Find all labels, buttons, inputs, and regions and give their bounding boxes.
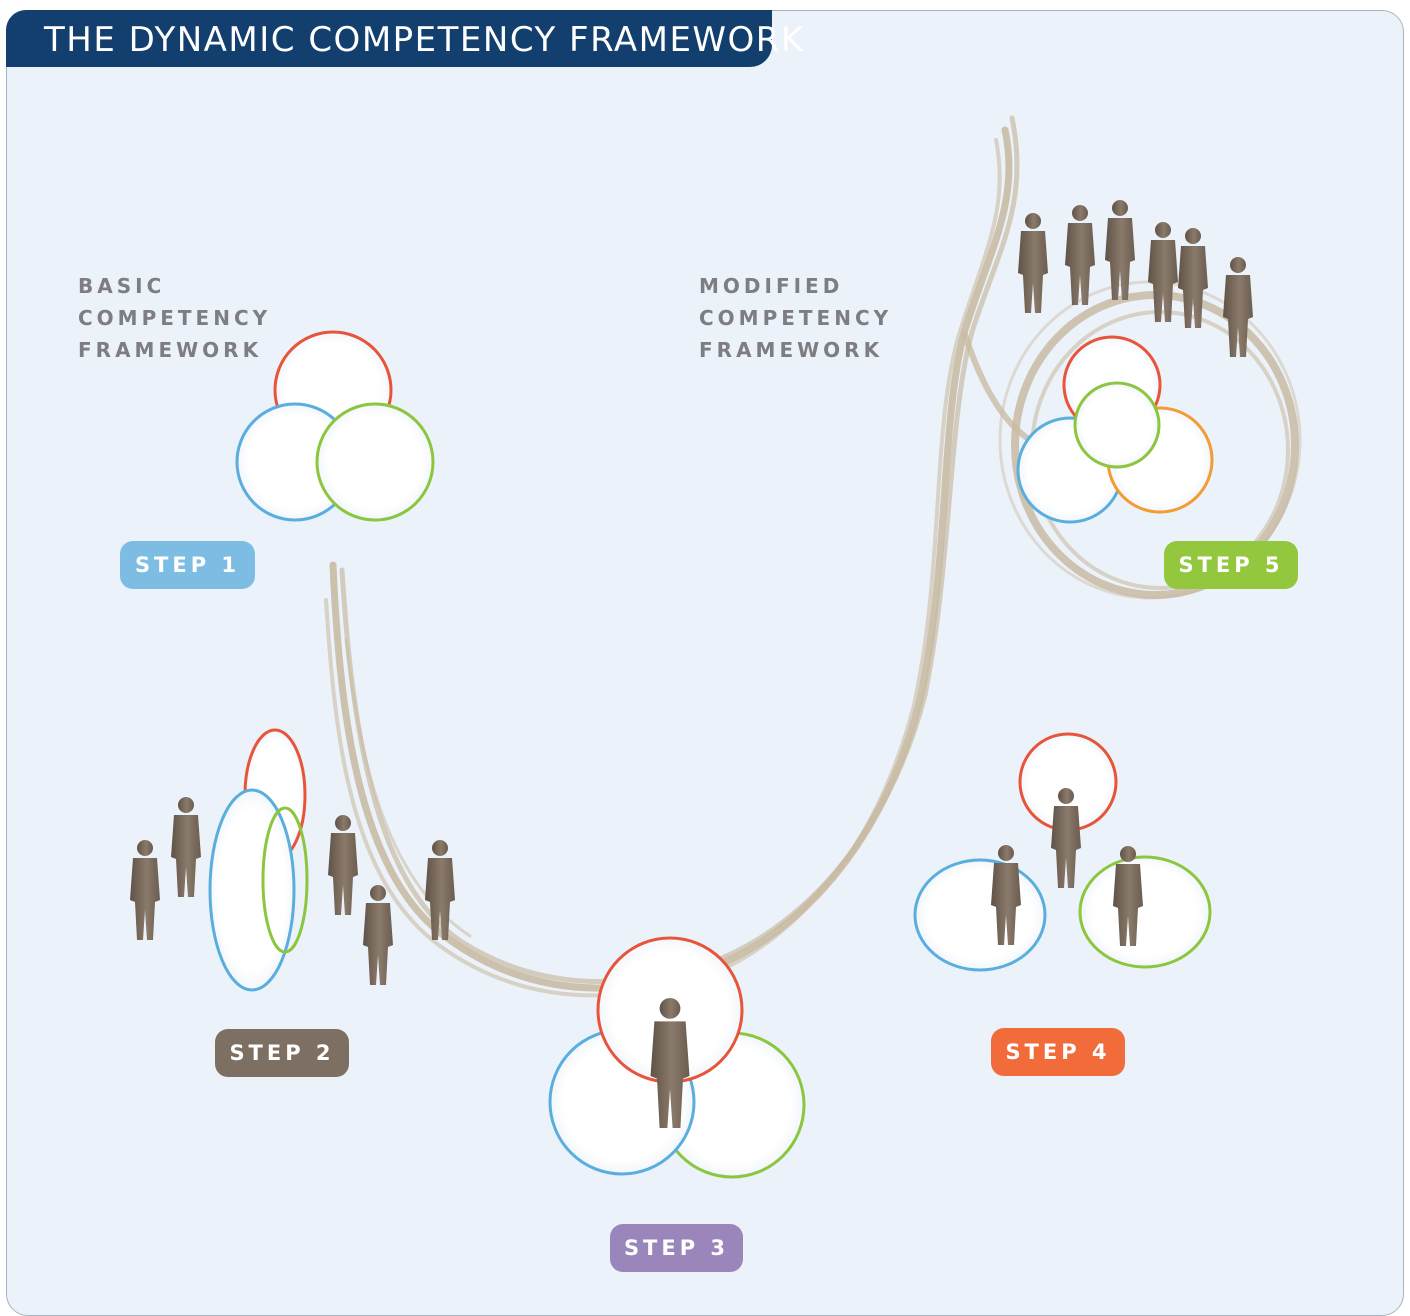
step-1-badge: STEP 1	[120, 541, 255, 589]
label-line: COMPETENCY	[699, 306, 893, 330]
page-title: THE DYNAMIC COMPETENCY FRAMEWORK	[6, 10, 803, 67]
person-silhouette	[363, 885, 393, 985]
step5-circles	[1016, 335, 1214, 524]
modified-framework-label: MODIFIED COMPETENCY FRAMEWORK	[699, 270, 892, 366]
step-3-badge: STEP 3	[610, 1224, 743, 1272]
label-line: BASIC	[78, 274, 166, 298]
person-silhouette	[171, 797, 201, 897]
person-silhouette	[1148, 222, 1178, 322]
step-2-badge: STEP 2	[215, 1029, 349, 1077]
step1-circles	[235, 330, 435, 522]
step-4-badge: STEP 4	[991, 1028, 1125, 1076]
label-line: MODIFIED	[699, 274, 844, 298]
step2-ellipses	[208, 728, 309, 992]
person-silhouette	[130, 840, 160, 940]
label-line: COMPETENCY	[78, 306, 272, 330]
person-silhouette	[328, 815, 358, 915]
label-line: FRAMEWORK	[78, 338, 263, 362]
person-silhouette	[1018, 213, 1048, 313]
journey-path	[324, 115, 1302, 998]
person-silhouette	[1065, 205, 1095, 305]
basic-framework-label: BASIC COMPETENCY FRAMEWORK	[78, 270, 271, 366]
step-5-badge: STEP 5	[1164, 541, 1298, 589]
label-line: FRAMEWORK	[699, 338, 884, 362]
